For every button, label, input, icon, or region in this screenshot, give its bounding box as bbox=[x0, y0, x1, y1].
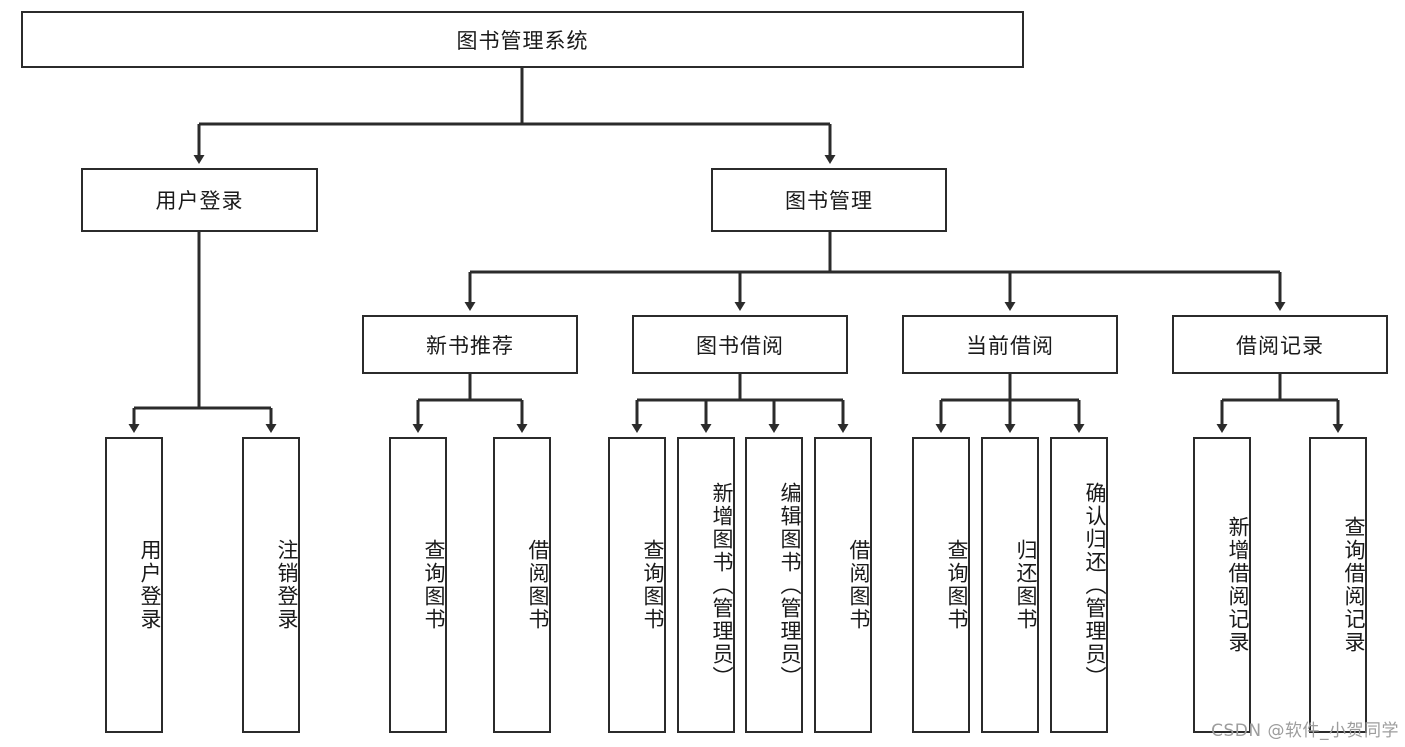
leaf-edit-book-admin-label: 编辑图书（管理员） bbox=[778, 481, 802, 689]
node-book-borrow[interactable]: 图书借阅 bbox=[632, 315, 848, 374]
node-book-management[interactable]: 图书管理 bbox=[711, 168, 947, 232]
leaf-borrow-book-2-label: 借阅图书 bbox=[847, 539, 871, 631]
node-new-book-recommend[interactable]: 新书推荐 bbox=[362, 315, 578, 374]
node-book-borrow-label: 图书借阅 bbox=[696, 333, 784, 358]
leaf-query-book-1-label: 查询图书 bbox=[422, 539, 446, 631]
leaf-query-borrow-record[interactable]: 查询借阅记录 bbox=[1309, 437, 1367, 733]
node-borrow-record[interactable]: 借阅记录 bbox=[1172, 315, 1388, 374]
leaf-add-book-admin[interactable]: 新增图书（管理员） bbox=[677, 437, 735, 733]
node-new-book-recommend-label: 新书推荐 bbox=[426, 333, 514, 358]
leaf-query-book-2-label: 查询图书 bbox=[641, 539, 665, 631]
leaf-query-borrow-record-label: 查询借阅记录 bbox=[1342, 516, 1366, 654]
node-root-label: 图书管理系统 bbox=[456, 28, 589, 53]
node-user-login[interactable]: 用户登录 bbox=[81, 168, 318, 232]
leaf-borrow-book-1[interactable]: 借阅图书 bbox=[493, 437, 551, 733]
leaf-logout[interactable]: 注销登录 bbox=[242, 437, 300, 733]
leaf-logout-label: 注销登录 bbox=[275, 539, 299, 631]
leaf-add-borrow-record-label: 新增借阅记录 bbox=[1226, 516, 1250, 654]
leaf-borrow-book-2[interactable]: 借阅图书 bbox=[814, 437, 872, 733]
leaf-user-login[interactable]: 用户登录 bbox=[105, 437, 163, 733]
leaf-query-book-3-label: 查询图书 bbox=[945, 539, 969, 631]
leaf-confirm-return-admin-label: 确认归还（管理员） bbox=[1083, 481, 1107, 689]
node-current-borrow[interactable]: 当前借阅 bbox=[902, 315, 1118, 374]
watermark: CSDN @软件_小贺同学 bbox=[1211, 721, 1399, 741]
node-current-borrow-label: 当前借阅 bbox=[966, 333, 1054, 358]
leaf-add-borrow-record[interactable]: 新增借阅记录 bbox=[1193, 437, 1251, 733]
leaf-query-book-2[interactable]: 查询图书 bbox=[608, 437, 666, 733]
leaf-return-book-label: 归还图书 bbox=[1014, 539, 1038, 631]
leaf-borrow-book-1-label: 借阅图书 bbox=[526, 539, 550, 631]
node-user-login-label: 用户登录 bbox=[155, 189, 244, 213]
leaf-query-book-3[interactable]: 查询图书 bbox=[912, 437, 970, 733]
leaf-confirm-return-admin[interactable]: 确认归还（管理员） bbox=[1050, 437, 1108, 733]
leaf-user-login-label: 用户登录 bbox=[138, 539, 162, 631]
node-book-management-label: 图书管理 bbox=[785, 189, 873, 213]
node-root-system[interactable]: 图书管理系统 bbox=[21, 11, 1024, 68]
leaf-return-book[interactable]: 归还图书 bbox=[981, 437, 1039, 733]
leaf-edit-book-admin[interactable]: 编辑图书（管理员） bbox=[745, 437, 803, 733]
leaf-query-book-1[interactable]: 查询图书 bbox=[389, 437, 447, 733]
node-borrow-record-label: 借阅记录 bbox=[1236, 333, 1324, 358]
leaf-add-book-admin-label: 新增图书（管理员） bbox=[710, 481, 734, 689]
